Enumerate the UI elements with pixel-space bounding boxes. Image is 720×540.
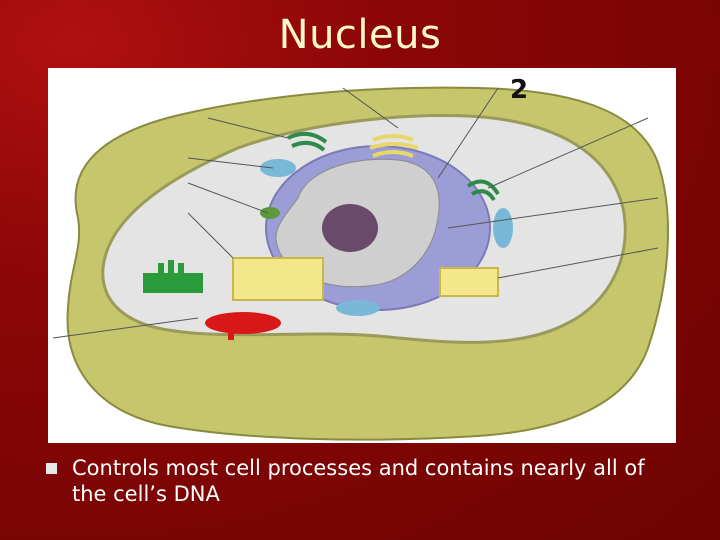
- mitochondrion-2: [493, 208, 513, 248]
- figure-label: 2: [510, 75, 528, 105]
- rough-er-right: [466, 179, 500, 202]
- mitochondrion-1: [260, 159, 296, 177]
- golgi-apparatus-right: [439, 267, 499, 297]
- cell-diagram-svg: 2: [52, 75, 669, 441]
- golgi-apparatus-left: [232, 257, 324, 301]
- slide-title: Nucleus: [278, 12, 442, 58]
- mitochondrion-3: [336, 300, 380, 316]
- green-stack: [143, 260, 203, 293]
- bullet-text: Controls most cell processes and contain…: [72, 456, 645, 506]
- rough-er-top: [287, 131, 328, 152]
- nucleolus: [322, 204, 378, 252]
- small-vesicle: [260, 207, 280, 219]
- red-organelle-stem: [228, 326, 234, 340]
- red-organelle: [205, 312, 281, 334]
- golgi-apparatus-top: [369, 134, 419, 158]
- cell-diagram: 2: [48, 68, 676, 443]
- label-lines: [52, 87, 659, 339]
- bullet-square-icon: [46, 463, 57, 474]
